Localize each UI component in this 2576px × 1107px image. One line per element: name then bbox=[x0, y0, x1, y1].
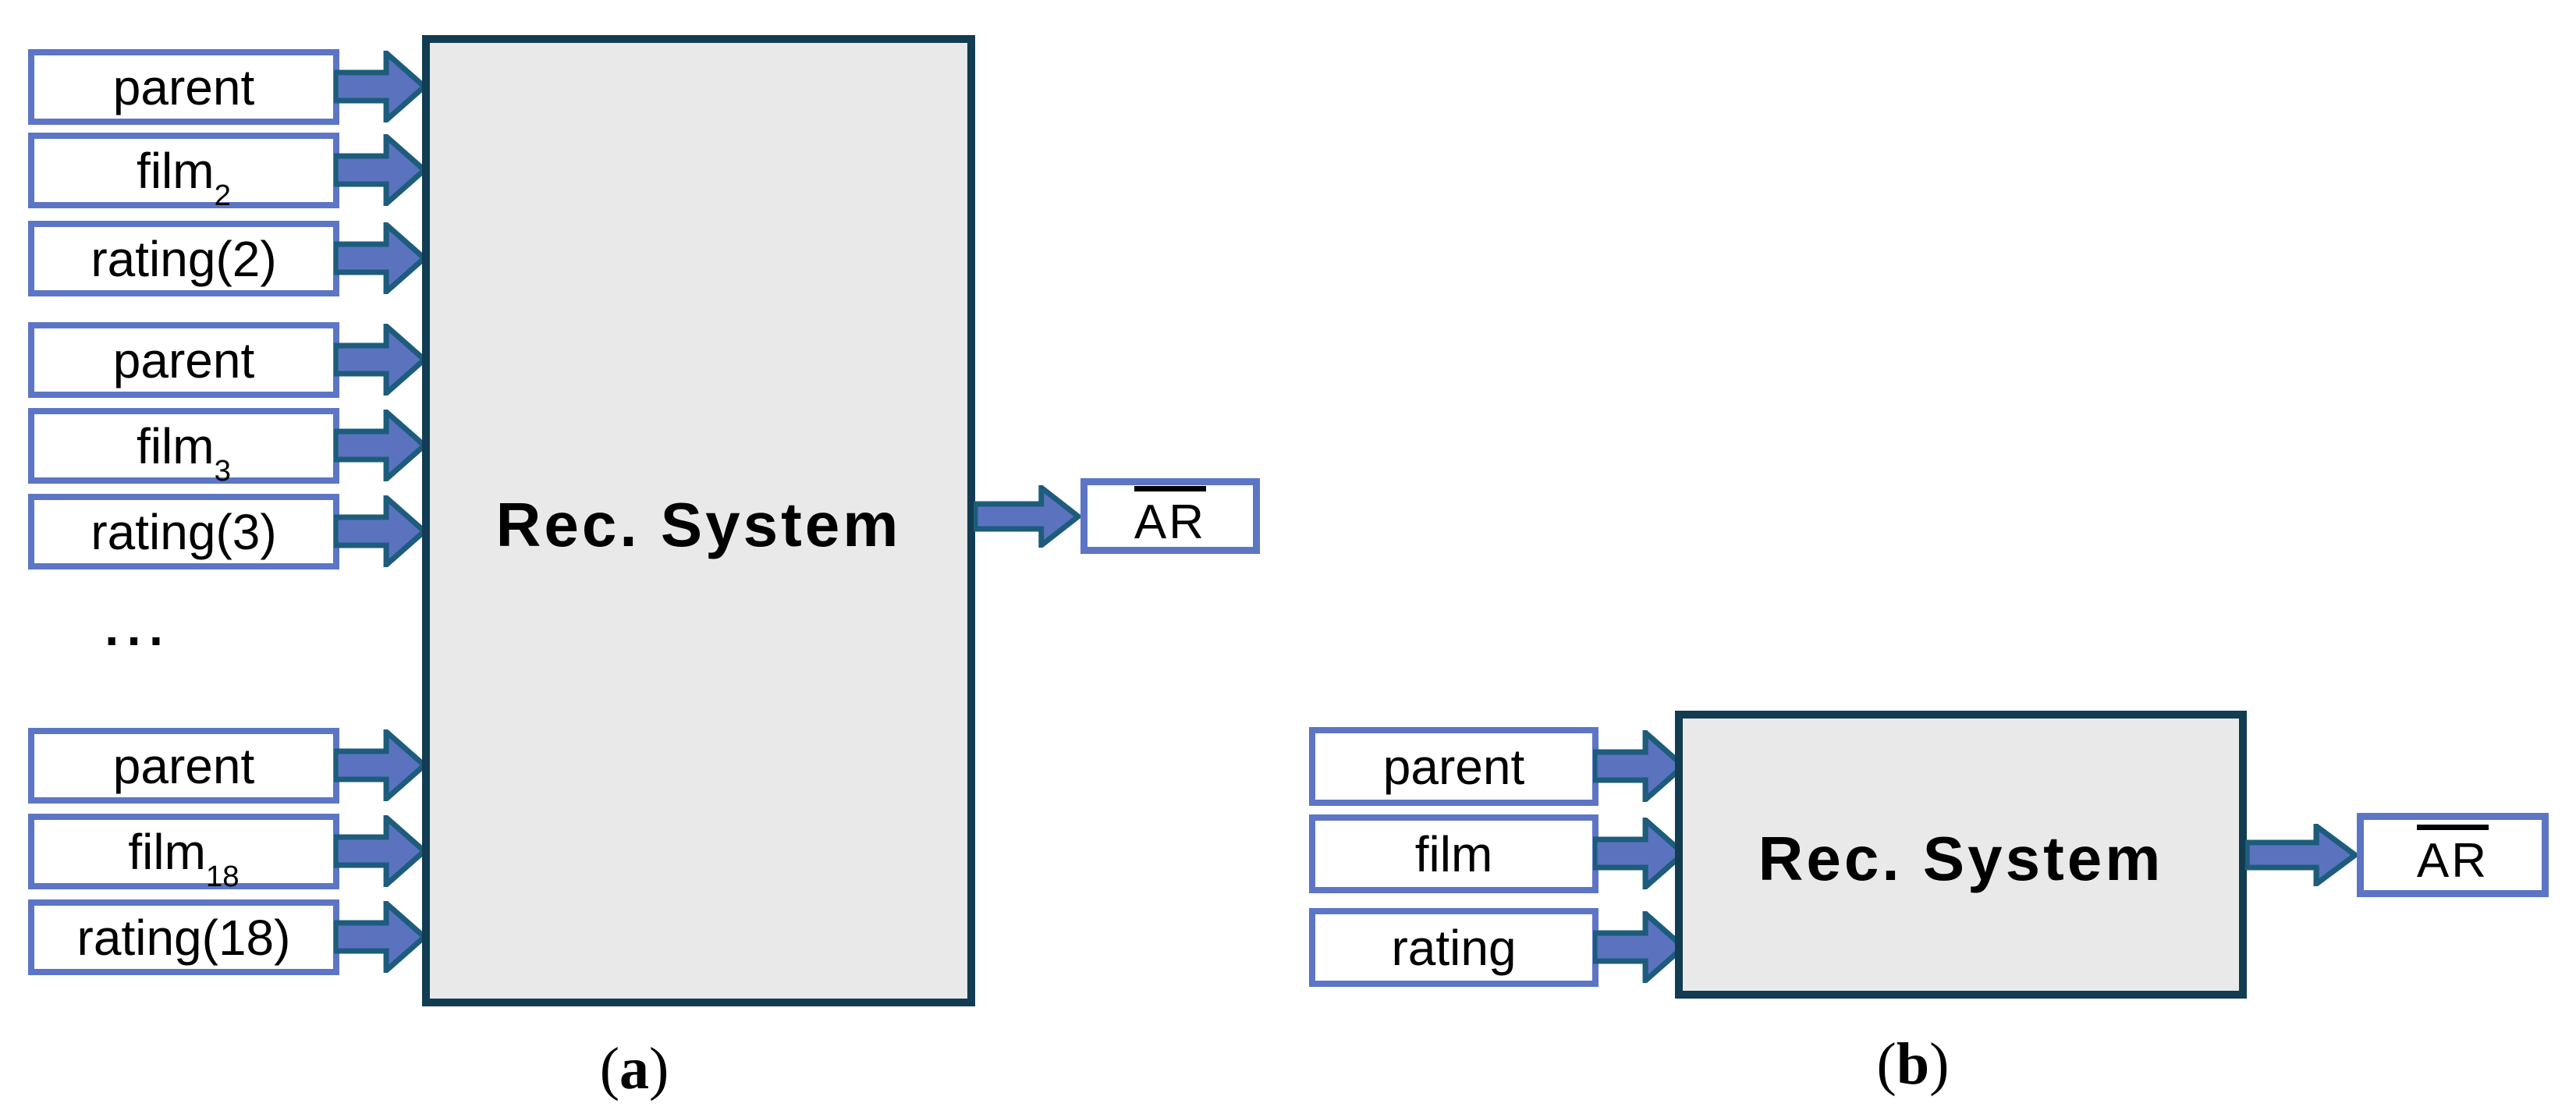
input-box-parent-3: parent bbox=[28, 728, 339, 804]
input-arrow-icon bbox=[334, 222, 428, 294]
input-label: rating(2) bbox=[90, 230, 277, 287]
input-label: film3 bbox=[137, 417, 231, 488]
input-arrow-icon bbox=[334, 495, 428, 567]
input-label: film2 bbox=[137, 142, 231, 212]
average-rating-label: AR bbox=[1134, 485, 1207, 547]
average-rating-box: AR bbox=[2357, 813, 2549, 897]
input-box-film-2: film2 bbox=[28, 133, 339, 212]
input-box-rating-2: rating(2) bbox=[28, 221, 339, 296]
input-label: film bbox=[1414, 825, 1493, 882]
input-arrow-icon bbox=[334, 51, 428, 122]
ellipsis: ... bbox=[101, 579, 169, 662]
input-label: film18 bbox=[128, 823, 240, 893]
input-arrow-icon bbox=[334, 901, 428, 973]
input-box-rating-3: rating(3) bbox=[28, 494, 339, 569]
input-box-film-3: film3 bbox=[28, 408, 339, 488]
input-box-film: film bbox=[1309, 814, 1598, 893]
rec-system-label: Rec. System bbox=[495, 489, 902, 559]
input-box-parent-2: parent bbox=[28, 322, 339, 398]
input-arrow-icon bbox=[334, 324, 428, 396]
rec-system-label: Rec. System bbox=[1758, 823, 2164, 893]
input-label: rating bbox=[1391, 919, 1517, 976]
caption-b: (b) bbox=[1876, 1031, 1950, 1097]
input-label: rating(3) bbox=[90, 503, 277, 560]
input-box-film-18: film18 bbox=[28, 814, 339, 893]
input-arrow-icon bbox=[334, 410, 428, 481]
caption-a: (a) bbox=[599, 1036, 669, 1102]
input-box-rating-18: rating(18) bbox=[28, 899, 339, 975]
input-arrow-icon bbox=[1593, 911, 1687, 983]
input-arrow-icon bbox=[334, 134, 428, 206]
input-arrow-icon bbox=[1593, 730, 1687, 802]
input-arrow-icon bbox=[334, 815, 428, 887]
rec-system-box: Rec. System bbox=[1675, 711, 2247, 999]
input-label: parent bbox=[112, 332, 255, 389]
average-rating-label: AR bbox=[2416, 825, 2489, 885]
rec-system-box: Rec. System bbox=[422, 35, 975, 1006]
output-arrow-icon bbox=[974, 485, 1081, 548]
output-arrow-icon bbox=[2245, 824, 2358, 886]
input-box-parent-1: parent bbox=[28, 49, 339, 125]
input-box-rating: rating bbox=[1309, 908, 1598, 987]
input-label: rating(18) bbox=[76, 909, 291, 966]
average-rating-box: AR bbox=[1080, 478, 1260, 554]
input-arrow-icon bbox=[1593, 818, 1687, 889]
input-box-parent: parent bbox=[1309, 727, 1598, 806]
input-label: parent bbox=[112, 737, 255, 794]
input-label: parent bbox=[1382, 738, 1525, 795]
input-arrow-icon bbox=[334, 729, 428, 801]
input-label: parent bbox=[112, 59, 255, 115]
